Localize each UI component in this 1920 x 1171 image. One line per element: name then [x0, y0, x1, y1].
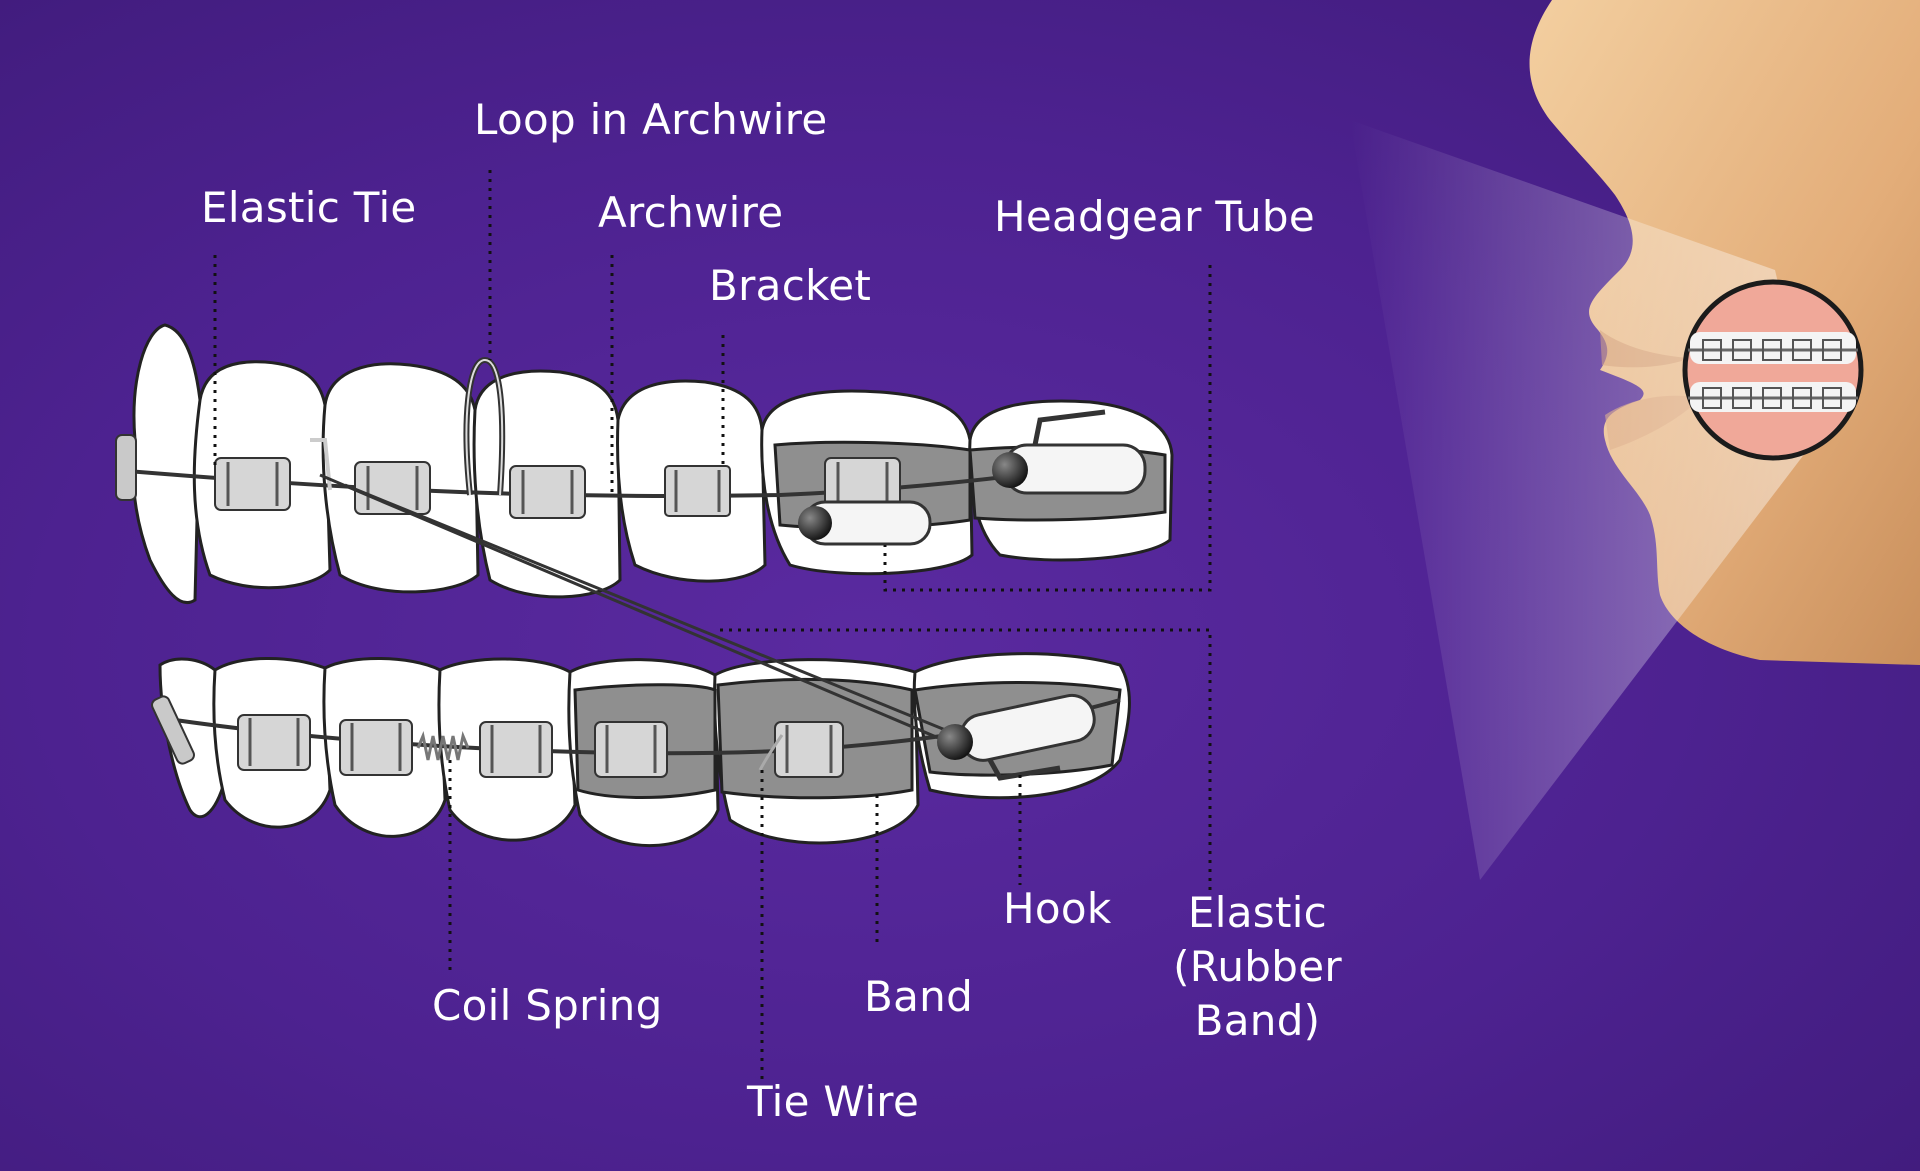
label-headgear-tube: Headgear Tube: [994, 192, 1315, 241]
upper-braces: [114, 356, 1147, 546]
label-elastic-rubber-band: Elastic (Rubber Band): [1165, 886, 1350, 1048]
bracket: [339, 719, 413, 776]
bracket: [594, 721, 668, 778]
leader-lines: [213, 170, 1212, 1080]
label-elastic-line2: (Rubber: [1173, 942, 1342, 991]
magnifier-circle: [1682, 279, 1864, 461]
lower-incisor-bracket: [151, 695, 195, 765]
buccal-tube-end: [798, 506, 832, 540]
label-coil-spring: Coil Spring: [432, 981, 663, 1030]
headgear-tube-end: [992, 452, 1028, 488]
bracket: [479, 721, 553, 778]
label-elastic-tie: Elastic Tie: [201, 183, 417, 232]
bracket: [509, 465, 586, 519]
light-beam: [1350, 120, 1815, 880]
bracket: [214, 457, 291, 511]
upper-incisor: [131, 323, 202, 604]
tie-wire-upper: [310, 438, 332, 491]
hook-shape: [987, 758, 1061, 781]
bracket: [664, 465, 731, 517]
leader-headgear-tube: [883, 265, 1212, 592]
headgear-hook: [1032, 409, 1106, 446]
label-tie-wire: Tie Wire: [747, 1077, 920, 1126]
archwire-loop-inner: [465, 358, 504, 496]
bracket: [237, 714, 311, 771]
lower-tube-end: [937, 724, 973, 760]
tie-wire-lower: [758, 734, 784, 771]
bracket: [774, 721, 844, 778]
coil-spring: [416, 730, 470, 761]
lower-teeth: [158, 652, 1131, 847]
label-hook: Hook: [1003, 884, 1112, 933]
label-elastic-line1: Elastic: [1187, 888, 1328, 937]
label-elastic-line3: Band): [1194, 996, 1321, 1045]
label-loop-in-archwire: Loop in Archwire: [474, 95, 828, 144]
elastic-rubber-band: [319, 473, 966, 747]
incisor-bracket: [115, 434, 137, 501]
leader-elastic: [720, 628, 1212, 890]
label-bracket: Bracket: [709, 261, 872, 310]
label-band: Band: [864, 972, 974, 1021]
lower-braces: [151, 693, 1121, 781]
label-archwire: Archwire: [598, 188, 784, 237]
